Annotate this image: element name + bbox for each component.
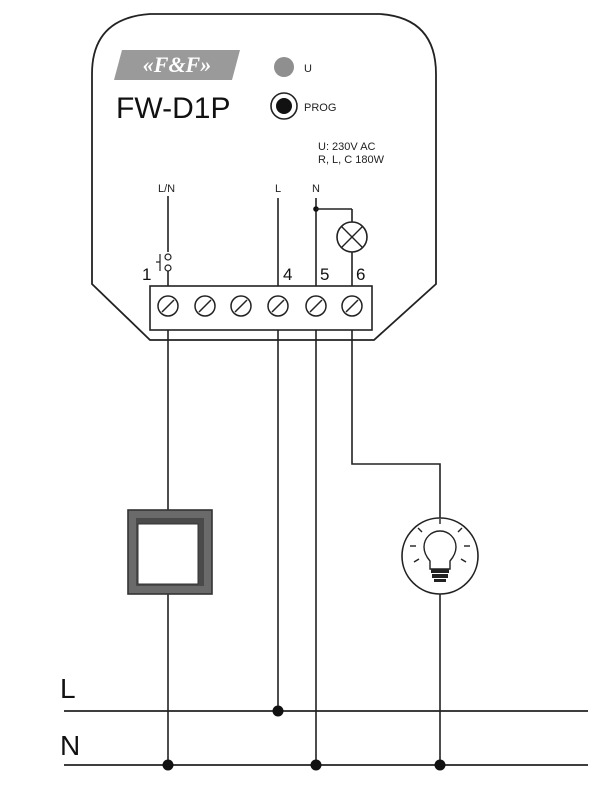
label-n-internal: N [312, 183, 320, 195]
wire-terminal-6 [351, 330, 441, 518]
terminal-1-label: 1 [142, 265, 151, 284]
junction-dot [272, 705, 284, 717]
logo-text: «F&F» [143, 52, 211, 77]
screw-3-icon [230, 295, 252, 317]
junction-dot [310, 759, 322, 771]
light-bulb-icon [401, 517, 479, 595]
device-housing [91, 13, 437, 341]
label-l-internal: L [275, 183, 281, 195]
terminal-block [149, 285, 373, 331]
spec-load: R, L, C 180W [318, 154, 385, 166]
junction-dot [162, 759, 174, 771]
terminal-4-label: 4 [283, 265, 292, 284]
screw-5-icon [305, 295, 327, 317]
spec-voltage: U: 230V AC [318, 141, 376, 153]
internal-pushbutton-icon [156, 253, 172, 272]
label-ln: L/N [158, 183, 175, 195]
bus-label-l: L [60, 673, 76, 704]
terminal-6-label: 6 [356, 265, 365, 284]
terminal-5-label: 5 [320, 265, 329, 284]
internal-lamp-icon [336, 221, 368, 253]
led-label: U [304, 63, 312, 75]
screw-4-icon [267, 295, 289, 317]
screw-1-icon [157, 295, 179, 317]
prog-label: PROG [304, 102, 336, 114]
ff-logo: «F&F» [114, 50, 240, 80]
model-name: FW-D1P [116, 92, 230, 125]
led-indicator-icon [274, 57, 294, 77]
junction-dot [434, 759, 446, 771]
terminal-screws [157, 295, 363, 317]
wall-switch-icon [127, 509, 213, 595]
bus-label-n: N [60, 730, 80, 761]
screw-2-icon [194, 295, 216, 317]
screw-6-icon [341, 295, 363, 317]
prog-button[interactable] [270, 92, 298, 120]
